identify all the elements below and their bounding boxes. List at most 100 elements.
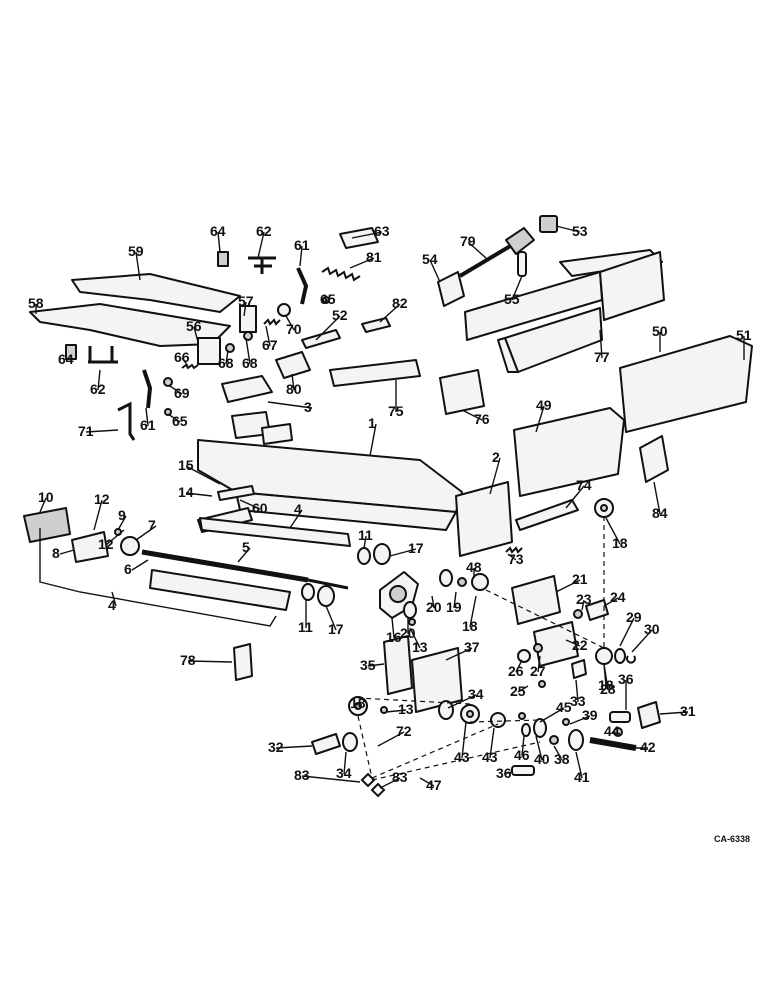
- leader-line-66: [181, 357, 189, 367]
- leader-line-13: [385, 709, 407, 713]
- leader-line-57: [243, 301, 247, 317]
- part-11-washer: [357, 547, 371, 565]
- callout-label-83: 83: [294, 767, 310, 783]
- leader-line-18: [605, 517, 621, 545]
- leader-line-11: [363, 535, 367, 549]
- part-70-washer: [277, 303, 291, 317]
- leader-line-3: [267, 401, 313, 409]
- callout-label-77: 77: [594, 349, 610, 365]
- callout-label-11: 11: [358, 527, 373, 543]
- callout-label-29: 29: [626, 609, 642, 625]
- part-75-channel: [329, 359, 421, 387]
- leader-line-9: [117, 515, 127, 531]
- callout-label-67: 67: [262, 337, 278, 353]
- part-13-bolt: [408, 618, 416, 626]
- callout-label-22: 22: [572, 637, 588, 653]
- part-43-sprocket: [460, 704, 480, 724]
- callout-label-76: 76: [474, 411, 490, 427]
- callout-label-35: 35: [360, 657, 376, 673]
- callout-label-11: 11: [298, 619, 313, 635]
- callout-label-45: 45: [556, 699, 572, 715]
- leader-line-18: [353, 703, 359, 707]
- leader-line-40: [535, 735, 543, 761]
- callout-label-47: 47: [426, 777, 442, 793]
- part-34-collar: [438, 700, 454, 720]
- callout-label-19: 19: [446, 599, 462, 615]
- callout-label-25: 25: [510, 683, 526, 699]
- part-61-arm: [296, 267, 309, 305]
- leader-line-82: [379, 303, 401, 323]
- leader-line-37: [445, 647, 473, 661]
- part-25-bolt: [538, 680, 546, 688]
- part-77-rear-frame: [464, 249, 665, 373]
- part-73-spring: [505, 546, 523, 554]
- leader-line-36: [503, 771, 513, 775]
- drawing-code: CA-6338: [714, 834, 750, 844]
- part-33-bracket: [571, 659, 587, 679]
- part-79-rod: [458, 227, 535, 278]
- part-52-bracket: [301, 329, 341, 349]
- leader-line-43: [461, 721, 467, 759]
- callout-label-4: 4: [294, 501, 302, 517]
- leader-line-52: [315, 315, 341, 341]
- part-29-washer: [614, 648, 626, 664]
- part-48-sprocket: [471, 573, 489, 591]
- part-61-arm-b: [142, 369, 153, 409]
- leader-line-41: [575, 751, 583, 779]
- part-5-shaft: [141, 549, 349, 590]
- leader-line-20: [431, 595, 435, 609]
- part-54-clevis: [437, 271, 465, 307]
- part-45-nut: [518, 712, 526, 720]
- leader-line-56: [193, 326, 199, 343]
- leader-line-61: [145, 407, 149, 427]
- leader-line-38: [553, 745, 563, 761]
- callout-label-7: 7: [148, 517, 156, 533]
- leader-line-74: [565, 485, 585, 509]
- callout-label-64: 64: [58, 351, 74, 367]
- leader-line-29: [619, 617, 635, 647]
- callout-label-17: 17: [408, 540, 424, 556]
- part-19-nut: [457, 577, 467, 587]
- part-13-bolt-b: [380, 706, 388, 714]
- callout-label-68: 68: [242, 355, 258, 371]
- leader-line-28: [603, 663, 609, 691]
- part-38-nut: [549, 735, 559, 745]
- callout-label-20: 20: [400, 625, 416, 641]
- leader-line-64: [217, 231, 221, 253]
- callout-label-60: 60: [252, 500, 268, 516]
- part-66-spring: [181, 363, 199, 370]
- part-24-hub: [585, 599, 609, 621]
- leader-line-61: [299, 245, 303, 267]
- callout-label-41: 41: [574, 769, 590, 785]
- leader-line-8: [59, 549, 75, 555]
- part-65-nut-b: [164, 408, 172, 416]
- callout-label-56: 56: [186, 318, 202, 334]
- callout-label-34: 34: [468, 686, 484, 702]
- callout-label-48: 48: [466, 559, 482, 575]
- part-8-bearing: [71, 531, 109, 563]
- callout-label-36: 36: [496, 765, 512, 781]
- leader-line-19: [453, 591, 457, 609]
- leader-line-62: [257, 231, 265, 259]
- leader-line-12: [105, 529, 125, 546]
- part-7-collar: [120, 536, 140, 556]
- callout-label-78: 78: [180, 652, 196, 668]
- leader-line-25: [517, 685, 529, 693]
- leader-line-17: [325, 605, 337, 631]
- callout-label-23: 23: [576, 591, 592, 607]
- part-76-block: [439, 369, 485, 415]
- leader-line-32: [275, 745, 313, 749]
- callout-label-59: 59: [128, 243, 144, 259]
- callout-label-4: 4: [108, 597, 116, 613]
- part-26-sprocket: [517, 649, 531, 663]
- leader-line-65: [167, 413, 181, 423]
- part-10-auger: [23, 507, 71, 543]
- callout-label-70: 70: [286, 321, 302, 337]
- callout-label-6: 6: [124, 561, 132, 577]
- leader-line-71: [85, 429, 119, 433]
- part-71-lever: [117, 401, 136, 441]
- part-72-chain: [357, 697, 499, 779]
- leader-line-46: [521, 735, 525, 757]
- leader-line-68: [245, 337, 251, 365]
- callout-label-68: 68: [218, 355, 234, 371]
